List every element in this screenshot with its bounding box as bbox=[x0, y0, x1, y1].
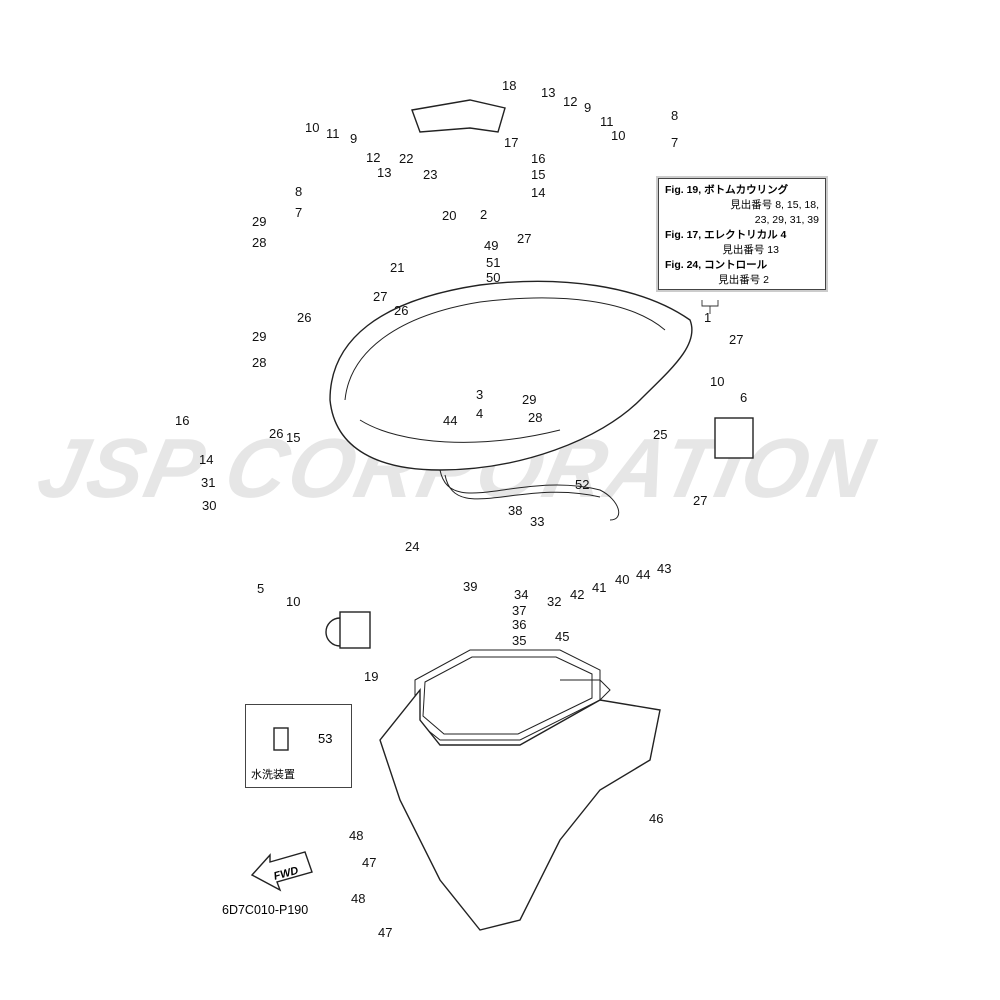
callout-1: 1 bbox=[704, 310, 711, 325]
callout-27: 27 bbox=[693, 493, 707, 508]
callout-28: 28 bbox=[252, 355, 266, 370]
callout-47: 47 bbox=[378, 925, 392, 940]
callout-51: 51 bbox=[486, 255, 500, 270]
callout-35: 35 bbox=[512, 633, 526, 648]
legend-line: 23, 29, 31, 39 bbox=[754, 214, 819, 226]
callout-7: 7 bbox=[671, 135, 678, 150]
callout-33: 33 bbox=[530, 514, 544, 529]
callout-10: 10 bbox=[286, 594, 300, 609]
part-46-lower-case bbox=[379, 688, 661, 931]
callout-45: 45 bbox=[555, 629, 569, 644]
callout-23: 23 bbox=[423, 167, 437, 182]
wash-device-label: 水洗装置 bbox=[251, 769, 295, 781]
callout-12: 12 bbox=[563, 94, 577, 109]
callout-32: 32 bbox=[547, 594, 561, 609]
callout-27: 27 bbox=[517, 231, 531, 246]
fwd-arrow: FWD bbox=[250, 851, 313, 892]
callout-13: 13 bbox=[377, 165, 391, 180]
callout-6: 6 bbox=[740, 390, 747, 405]
legend-line: Fig. 19, ボトムカウリング bbox=[665, 184, 789, 196]
callout-3: 3 bbox=[476, 387, 483, 402]
callout-29: 29 bbox=[252, 329, 266, 344]
wash-callout: 53 bbox=[318, 731, 333, 746]
callout-14: 14 bbox=[199, 452, 213, 467]
callout-17: 17 bbox=[504, 135, 518, 150]
callout-11: 11 bbox=[326, 126, 340, 141]
callout-41: 41 bbox=[592, 580, 606, 595]
callout-29: 29 bbox=[522, 392, 536, 407]
callout-48: 48 bbox=[351, 891, 365, 906]
callout-50: 50 bbox=[486, 270, 500, 285]
callout-44: 44 bbox=[636, 567, 650, 582]
callout-13: 13 bbox=[541, 85, 555, 100]
callout-37: 37 bbox=[512, 603, 526, 618]
callout-31: 31 bbox=[201, 475, 215, 490]
part-1-bottom-cowling bbox=[329, 280, 693, 471]
callout-20: 20 bbox=[442, 208, 456, 223]
callout-44: 44 bbox=[443, 413, 457, 428]
callout-11: 11 bbox=[600, 114, 614, 129]
callout-47: 47 bbox=[362, 855, 376, 870]
callout-22: 22 bbox=[399, 151, 413, 166]
callout-30: 30 bbox=[202, 498, 216, 513]
wash-device-box: 53 水洗装置 bbox=[245, 704, 352, 788]
callout-14: 14 bbox=[531, 185, 545, 200]
callout-29: 29 bbox=[252, 214, 266, 229]
callout-26: 26 bbox=[394, 303, 408, 318]
callout-9: 9 bbox=[584, 100, 591, 115]
callout-16: 16 bbox=[531, 151, 545, 166]
part-17-bracket bbox=[411, 99, 506, 133]
callout-10: 10 bbox=[611, 128, 625, 143]
callout-40: 40 bbox=[615, 572, 629, 587]
legend-line: Fig. 24, コントロール bbox=[665, 259, 768, 271]
callout-26: 26 bbox=[297, 310, 311, 325]
part-53-fitting bbox=[273, 727, 289, 751]
callout-16: 16 bbox=[175, 413, 189, 428]
callout-8: 8 bbox=[671, 108, 678, 123]
callout-10: 10 bbox=[710, 374, 724, 389]
reference-legend: Fig. 19, ボトムカウリング 見出番号 8, 15, 18, 23, 29… bbox=[658, 178, 826, 290]
callout-46: 46 bbox=[649, 811, 663, 826]
callout-15: 15 bbox=[531, 167, 545, 182]
callout-24: 24 bbox=[405, 539, 419, 554]
callout-28: 28 bbox=[252, 235, 266, 250]
callout-5: 5 bbox=[257, 581, 264, 596]
callout-12: 12 bbox=[366, 150, 380, 165]
callout-36: 36 bbox=[512, 617, 526, 632]
callout-49: 49 bbox=[484, 238, 498, 253]
callout-9: 9 bbox=[350, 131, 357, 146]
callout-28: 28 bbox=[528, 410, 542, 425]
callout-34: 34 bbox=[514, 587, 528, 602]
callout-15: 15 bbox=[286, 430, 300, 445]
callout-42: 42 bbox=[570, 587, 584, 602]
callout-39: 39 bbox=[463, 579, 477, 594]
callout-38: 38 bbox=[508, 503, 522, 518]
drawing-number: 6D7C010-P190 bbox=[222, 903, 309, 917]
callout-7: 7 bbox=[295, 205, 302, 220]
callout-43: 43 bbox=[657, 561, 671, 576]
legend-line: Fig. 17, エレクトリカル 4 bbox=[665, 229, 787, 241]
callout-21: 21 bbox=[390, 260, 404, 275]
callout-52: 52 bbox=[575, 477, 589, 492]
legend-line: 見出番号 13 bbox=[722, 244, 779, 256]
callout-19: 19 bbox=[364, 669, 378, 684]
callout-10: 10 bbox=[305, 120, 319, 135]
legend-line: 見出番号 2 bbox=[718, 274, 769, 286]
callout-27: 27 bbox=[373, 289, 387, 304]
callout-48: 48 bbox=[349, 828, 363, 843]
callout-8: 8 bbox=[295, 184, 302, 199]
callout-26: 26 bbox=[269, 426, 283, 441]
callout-27: 27 bbox=[729, 332, 743, 347]
callout-2: 2 bbox=[480, 207, 487, 222]
callout-4: 4 bbox=[476, 406, 483, 421]
callout-25: 25 bbox=[653, 427, 667, 442]
legend-line: 見出番号 8, 15, 18, bbox=[730, 199, 819, 211]
callout-18: 18 bbox=[502, 78, 516, 93]
part-6 bbox=[714, 417, 754, 459]
